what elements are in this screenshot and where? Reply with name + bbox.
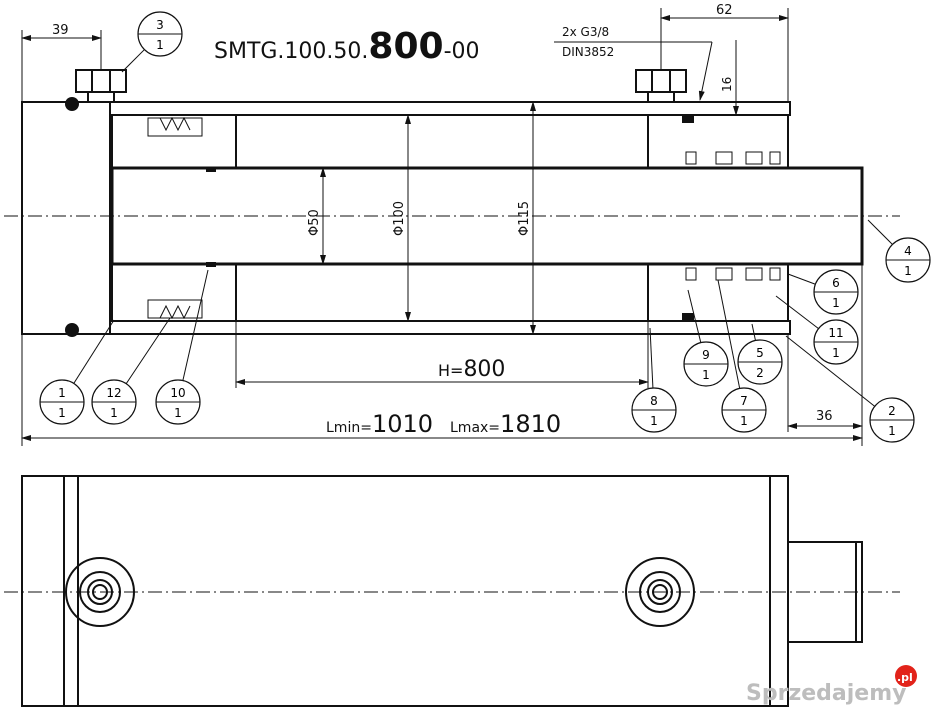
balloon-10: 101 [155, 269, 209, 425]
piston-oring-bottom [206, 262, 216, 267]
oring-top [682, 116, 694, 123]
port-count-label: 2x G3/8 [562, 25, 609, 39]
balloon-leader [182, 269, 209, 381]
balloon-leader [649, 327, 654, 389]
piston-bottom [111, 263, 237, 322]
balloon-leader [687, 289, 702, 343]
balloon-leader [717, 279, 741, 389]
balloon-part-number: 8 [650, 394, 658, 408]
balloon-part-number: 9 [702, 348, 710, 362]
balloon-leader [73, 319, 115, 384]
balloon-quantity: 1 [888, 424, 896, 438]
balloon-leader [785, 335, 876, 407]
balloon-quantity: 1 [650, 414, 658, 428]
lmin-label: Lmin=1010 [326, 410, 433, 438]
balloon-part-number: 7 [740, 394, 748, 408]
stroke-label: H=800 [438, 357, 505, 382]
weld-top [65, 97, 79, 111]
balloon-part-number: 11 [828, 326, 843, 340]
dim-36-label: 36 [816, 409, 833, 424]
balloon-6: 61 [787, 269, 859, 315]
balloon-3: 31 [121, 11, 183, 73]
balloon-quantity: 1 [740, 414, 748, 428]
tube-wall-top [109, 101, 791, 116]
balloon-quantity: 1 [156, 38, 164, 52]
spring-top [159, 116, 191, 132]
balloon-leader [787, 273, 816, 285]
balloon-quantity: 1 [110, 406, 118, 420]
balloon-part-number: 4 [904, 244, 912, 258]
port-front-outside [625, 557, 695, 627]
balloon-part-number: 3 [156, 18, 164, 32]
rear-end-cap [21, 101, 111, 335]
balloon-part-number: 5 [756, 346, 764, 360]
balloon-9: 91 [683, 289, 729, 387]
balloon-part-number: 2 [888, 404, 896, 418]
balloon-part-number: 10 [170, 386, 185, 400]
drawing-code: SMTG.100.50.800-00 [214, 26, 480, 67]
balloon-8: 81 [631, 327, 677, 433]
dia-100-label: Φ100 [392, 201, 407, 236]
balloon-quantity: 1 [832, 346, 840, 360]
watermark-badge [895, 665, 917, 687]
balloon-2: 21 [785, 335, 915, 443]
balloon-quantity: 2 [756, 366, 764, 380]
piston-oring-top [206, 167, 216, 172]
dim-39-label: 39 [52, 23, 69, 38]
balloon-11: 111 [775, 295, 859, 365]
section-view: Φ50 Φ100 Φ115 39 62 16 2x G3/8 DIN3852 S… [4, 3, 900, 446]
balloon-part-number: 1 [58, 386, 66, 400]
balloon-4: 41 [867, 219, 931, 283]
port-standard-label: DIN3852 [562, 45, 614, 59]
balloon-7: 71 [717, 279, 767, 433]
dia-50-label: Φ50 [307, 209, 322, 236]
piston-rod [110, 166, 864, 266]
balloon-leader [121, 49, 145, 73]
watermark-text: Sprzedajemy [746, 681, 907, 706]
piston-seal-bottom [147, 299, 203, 319]
rod-gland-bottom [647, 263, 789, 322]
dia-115-label: Φ115 [517, 201, 532, 236]
balloon-quantity: 1 [904, 264, 912, 278]
spring-bottom [159, 304, 191, 320]
balloon-part-number: 6 [832, 276, 840, 290]
lmax-label: Lmax=1810 [450, 410, 561, 438]
balloon-leader [751, 323, 756, 341]
oring-bottom [682, 313, 694, 320]
balloon-quantity: 1 [58, 406, 66, 420]
piston-seal-top [147, 117, 203, 137]
port-rear [75, 69, 127, 103]
watermark-badge-text: .pl [897, 671, 913, 684]
rod-gland-top [647, 114, 789, 169]
port-rear-outside [65, 557, 135, 627]
balloon-quantity: 1 [702, 368, 710, 382]
port-front [635, 69, 687, 103]
weld-bottom [65, 323, 79, 337]
balloon-quantity: 1 [832, 296, 840, 310]
balloon-part-number: 12 [106, 386, 121, 400]
balloon-5: 52 [737, 323, 783, 385]
watermark: Sprzedajemy .pl [746, 665, 917, 706]
gland-seals [685, 151, 781, 281]
cylinder-body [21, 475, 789, 707]
balloon-1: 11 [39, 319, 115, 425]
dim-16-label: 16 [720, 77, 734, 92]
dim-62-label: 62 [716, 3, 733, 18]
balloon-leader [775, 295, 819, 330]
balloon-leader [867, 219, 893, 245]
balloon-leader [125, 317, 171, 384]
outside-view [4, 475, 900, 707]
tube-wall-bottom [109, 320, 791, 335]
balloon-12: 121 [91, 317, 171, 425]
balloon-quantity: 1 [174, 406, 182, 420]
